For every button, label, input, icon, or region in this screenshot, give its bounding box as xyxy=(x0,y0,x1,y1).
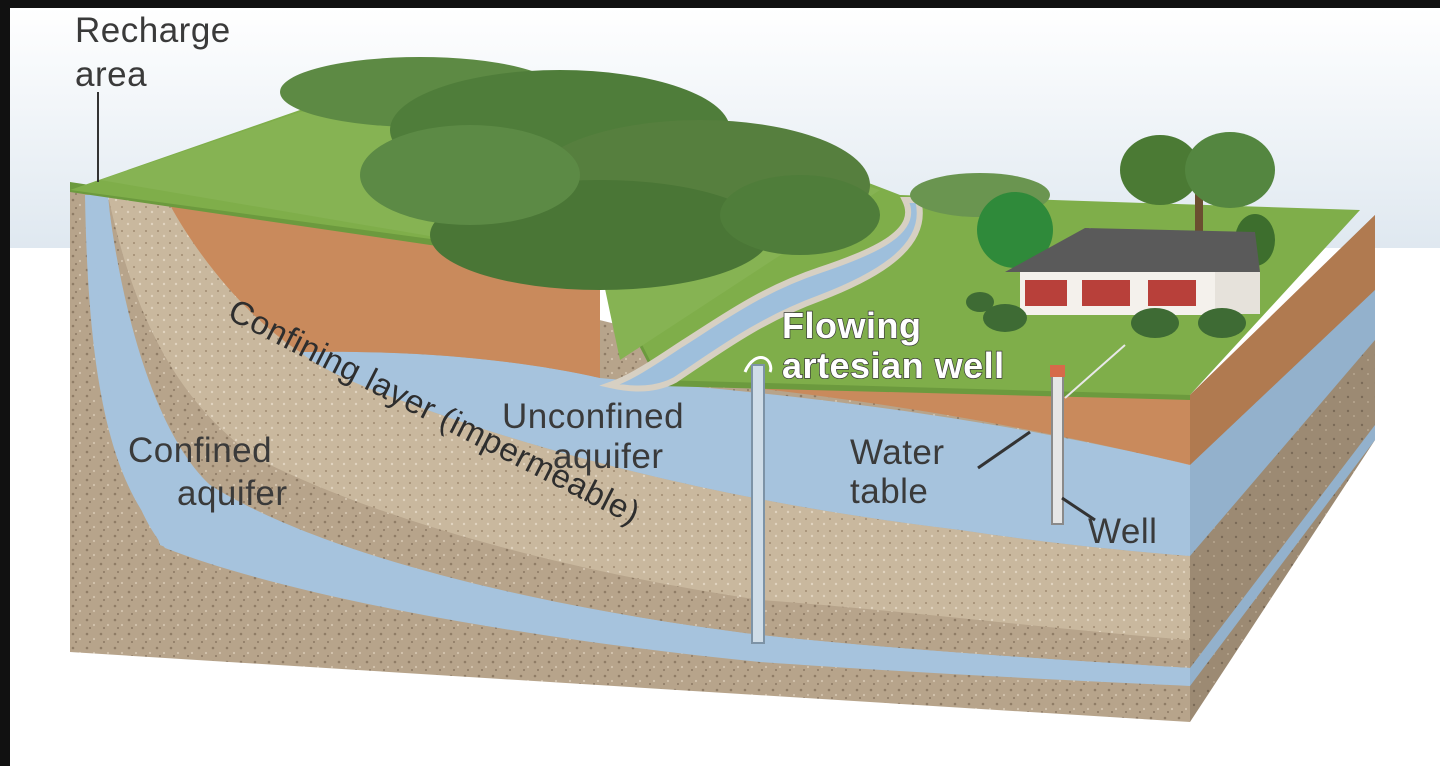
side-confined-aquifer xyxy=(1190,425,1375,686)
left-border xyxy=(0,0,10,766)
forest xyxy=(280,57,1050,290)
unconfined-label-line1: Unconfined xyxy=(502,397,684,436)
water-table-label-line2: table xyxy=(850,472,928,511)
confined-label-line1: Confined xyxy=(128,431,272,470)
confined-label-line2: aquifer xyxy=(177,474,288,513)
unconfined-label-line2: aquifer xyxy=(553,437,664,476)
top-border xyxy=(0,0,1440,8)
confined-aquifer-wide xyxy=(92,215,1190,686)
house-to-well-line xyxy=(1064,344,1126,399)
stream xyxy=(599,197,923,392)
unconfined-aquifer xyxy=(300,351,1190,556)
house xyxy=(966,228,1260,338)
well-label: Well xyxy=(1088,512,1157,551)
artesian-well xyxy=(743,356,773,644)
recharge-label-line2: area xyxy=(75,55,147,94)
well-leader-line xyxy=(1061,496,1096,522)
water-table-label-line1: Water xyxy=(850,433,945,472)
recharge-label-line1: Recharge xyxy=(75,11,231,50)
well-pipe xyxy=(1050,365,1065,525)
side-soil xyxy=(1190,215,1375,465)
water-table-leader-line xyxy=(977,430,1031,470)
artesian-label-line2: artesian well xyxy=(782,345,1005,386)
artesian-label-line1: Flowing xyxy=(782,305,921,346)
confining-layer xyxy=(108,195,1190,640)
trees xyxy=(977,132,1275,268)
side-aquifer xyxy=(1190,290,1375,556)
